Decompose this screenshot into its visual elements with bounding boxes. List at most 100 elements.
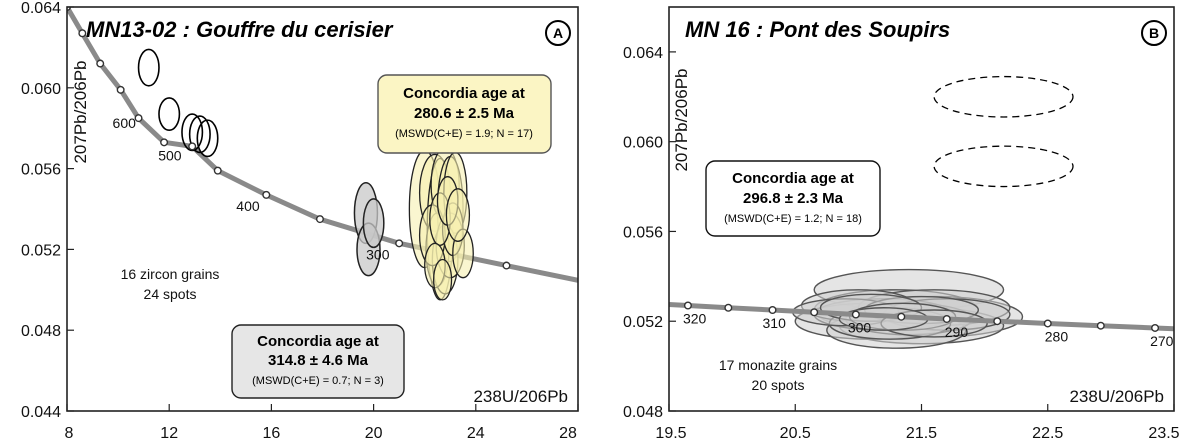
- panel-a-open-ellipse: [158, 97, 181, 132]
- panel-b-dashed-ellipse: [933, 145, 1074, 188]
- panel-b-age-label: 270: [1150, 333, 1174, 349]
- panel-b-y-tick-label: 0.052: [623, 314, 663, 331]
- panel-a-y-tick-label: 0.064: [21, 0, 61, 17]
- panel-b-age-marker: [724, 303, 733, 312]
- panel-b-box-line2: 296.8 ± 2.3 Ma: [743, 190, 844, 207]
- panel-b-badge: [1141, 20, 1167, 46]
- panel-a-age-label: 300: [366, 246, 390, 262]
- panel-b-title: MN 16 : Pont des Soupirs: [685, 17, 950, 42]
- panel-b-x-tick-label: 20.5: [780, 425, 811, 442]
- panel-b-age-label: 290: [945, 324, 969, 340]
- panel-a-age-marker: [262, 190, 271, 199]
- panel-a-yellow-line1: Concordia age at: [403, 85, 525, 102]
- panel-b-ticks: 19.5 20.5 21.5 22.5 23.5 0.048 0.052 0.056 0.060…: [623, 45, 1180, 442]
- panel-a-y-tick-label: 0.044: [21, 404, 61, 421]
- panel-b-result-box-bg: [705, 160, 881, 237]
- panel-a-y-tick-label: 0.052: [21, 242, 61, 259]
- panel-b-note-grains: 17 monazite grains: [719, 357, 837, 373]
- panel-a-badge-label: A: [553, 25, 563, 41]
- panel-a-x-tick-label: 24: [467, 425, 485, 442]
- panel-a-age-label: 500: [158, 147, 182, 163]
- panel-b-y-tick-label: 0.056: [623, 224, 663, 241]
- panel-b-dashed-ellipse: [933, 75, 1074, 118]
- panel-a-age-marker: [213, 166, 222, 175]
- panel-b-age-marker: [683, 301, 692, 310]
- panel-b-x-tick-label: 19.5: [655, 425, 686, 442]
- panel-a-age-marker: [116, 85, 125, 94]
- panel-b-age-marker: [1043, 319, 1052, 328]
- panel-a-frame: [66, 6, 579, 412]
- panel-a-x-tick-label: 16: [263, 425, 281, 442]
- panel-a-age-marker: [78, 29, 87, 38]
- panel-a-grey-line2: 314.8 ± 4.6 Ma: [268, 352, 369, 369]
- panel-b-y-axis-title: 207Pb/206Pb: [672, 68, 691, 171]
- panel-b-age-label: 300: [848, 319, 872, 335]
- panel-a-age-marker: [315, 215, 324, 224]
- panel-a-grey-line1: Concordia age at: [257, 333, 379, 350]
- panel-a-note-spots: 24 spots: [144, 286, 197, 302]
- panel-a-x-axis-title: 238U/206Pb: [473, 387, 568, 406]
- panel-a-open-ellipse: [188, 115, 211, 154]
- panel-a-yellow-ellipse: [445, 188, 471, 242]
- panel-b-x-tick-label: 21.5: [906, 425, 937, 442]
- panel-a-age-marker: [502, 261, 511, 270]
- panel-a-result-box-yellow-bg: [377, 74, 552, 154]
- panel-b-age-label: 320: [683, 311, 707, 327]
- panel-b-y-tick-label: 0.060: [623, 135, 663, 152]
- panel-b-age-marker: [851, 310, 860, 319]
- panel-b-age-marker: [768, 306, 777, 315]
- panel-b-box-line3: (MSWD(C+E) = 1.2; N = 18): [724, 213, 862, 225]
- panel-a-badge: [545, 20, 571, 46]
- panel-a-marks: 600 500 400 300: [67, 7, 578, 301]
- panel-a-open-ellipse: [137, 48, 160, 87]
- panel-a-age-marker: [160, 138, 169, 147]
- panel-a-y-tick-label: 0.048: [21, 323, 61, 340]
- panel-a-open-ellipse: [196, 119, 219, 158]
- panel-a-grey-ellipse: [362, 198, 385, 249]
- panel-b-result-box: Concordia age at 296.8 ± 2.3 Ma (MSWD(C+…: [705, 160, 881, 237]
- panel-b-age-label: 280: [1045, 328, 1069, 344]
- panel-a-y-tick-label: 0.060: [21, 81, 61, 98]
- panel-a-grey-line3: (MSWD(C+E) = 0.7; N = 3): [252, 375, 384, 387]
- panel-a-x-tick-label: 20: [365, 425, 383, 442]
- panel-b-age-marker: [942, 314, 951, 323]
- panel-a-age-label: 600: [113, 115, 137, 131]
- panel-b-y-tick-label: 0.048: [623, 404, 663, 421]
- panel-b-age-marker: [810, 308, 819, 317]
- panel-a-age-label: 400: [236, 198, 260, 214]
- panel-b-badge-label: B: [1149, 25, 1159, 41]
- panel-a-age-marker: [96, 59, 105, 68]
- panel-a-yellow-line3: (MSWD(C+E) = 1.9; N = 17): [395, 128, 533, 140]
- panel-a-x-tick-label: 12: [160, 425, 178, 442]
- panel-a-y-axis-title: 207Pb/206Pb: [71, 60, 90, 163]
- panel-b-x-tick-label: 22.5: [1032, 425, 1063, 442]
- panel-b-age-marker: [993, 317, 1002, 326]
- panel-a-yellow-line2: 280.6 ± 2.5 Ma: [414, 105, 515, 122]
- panel-a-yellow-ellipse: [432, 258, 453, 301]
- panel-b-x-tick-label: 23.5: [1148, 425, 1179, 442]
- panel-b-age-marker: [897, 312, 906, 321]
- panel-a-x-tick-label: 28: [559, 425, 577, 442]
- panel-b-age-marker: [1151, 323, 1160, 332]
- panel-a-x-tick-label: 8: [65, 425, 74, 442]
- panel-a-result-box-grey: Concordia age at 314.8 ± 4.6 Ma (MSWD(C+…: [231, 324, 405, 399]
- panel-a-age-marker: [395, 239, 404, 248]
- panel-a-age-marker: [188, 142, 197, 151]
- panel-a-note-grains: 16 zircon grains: [121, 266, 220, 282]
- panel-a-open-ellipse: [181, 113, 204, 152]
- panel-a-title: MN13-02 : Gouffre du cerisier: [86, 17, 394, 42]
- panel-a-result-box-grey-bg: [231, 324, 405, 399]
- panel-b-box-line1: Concordia age at: [732, 170, 854, 187]
- panel-b-age-marker: [1096, 321, 1105, 330]
- panel-b-x-axis-title: 238U/206Pb: [1069, 387, 1164, 406]
- panel-b-y-tick-label: 0.064: [623, 45, 663, 62]
- panel-b-note-spots: 20 spots: [752, 377, 805, 393]
- panel-a-age-marker: [134, 114, 143, 123]
- panel-a-result-box-yellow: Concordia age at 280.6 ± 2.5 Ma (MSWD(C+…: [377, 74, 552, 154]
